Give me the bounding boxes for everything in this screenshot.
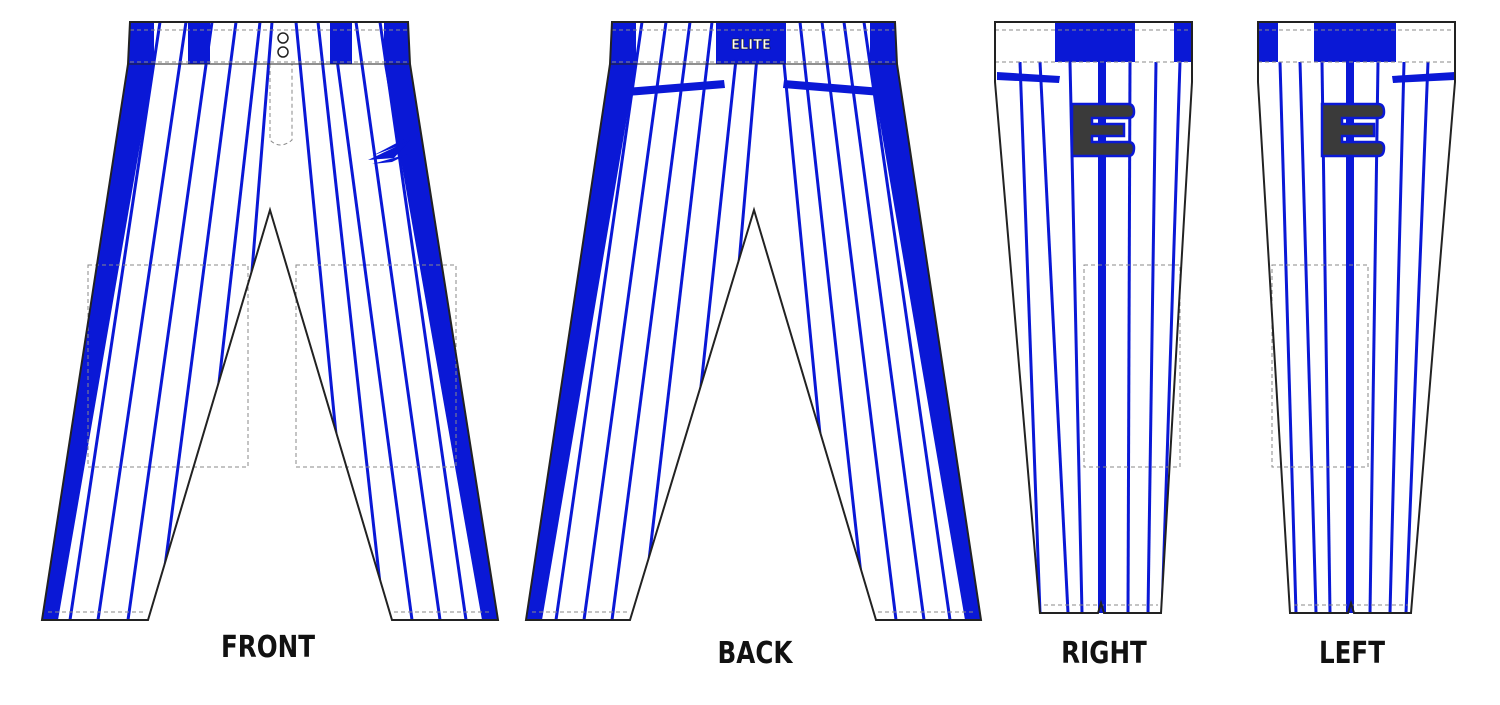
waist-button-bottom <box>277 46 289 58</box>
right-outline <box>994 21 1193 614</box>
back-view: ELITE <box>524 21 983 621</box>
front-seams <box>48 29 492 613</box>
left-outline <box>1257 21 1456 614</box>
back-view-label: BACK <box>717 636 793 671</box>
back-stripes <box>526 22 981 620</box>
arrow-logo-icon <box>368 138 410 164</box>
front-view <box>40 21 500 621</box>
left-stripes <box>1258 22 1455 613</box>
back-seams <box>532 29 975 613</box>
e-logo-icon <box>1320 102 1386 158</box>
left-pocket <box>1392 72 1455 83</box>
right-view-label: RIGHT <box>1061 636 1147 671</box>
back-pants-panel <box>526 22 981 620</box>
left-view-label: LEFT <box>1318 636 1386 671</box>
left-pants-panel <box>1258 22 1455 613</box>
back-pocket-left <box>626 80 725 96</box>
back-outline <box>524 21 983 621</box>
front-view-label: FRONT <box>220 630 316 665</box>
back-pocket-right <box>783 80 882 96</box>
back-waist-logo: ELITE <box>731 38 771 53</box>
left-view <box>1257 21 1456 614</box>
right-view <box>994 21 1193 614</box>
front-outline <box>40 21 500 621</box>
e-logo-icon <box>1070 102 1136 158</box>
right-pocket <box>997 72 1060 83</box>
waist-button-top <box>277 32 289 44</box>
front-pants-panel <box>42 22 498 620</box>
